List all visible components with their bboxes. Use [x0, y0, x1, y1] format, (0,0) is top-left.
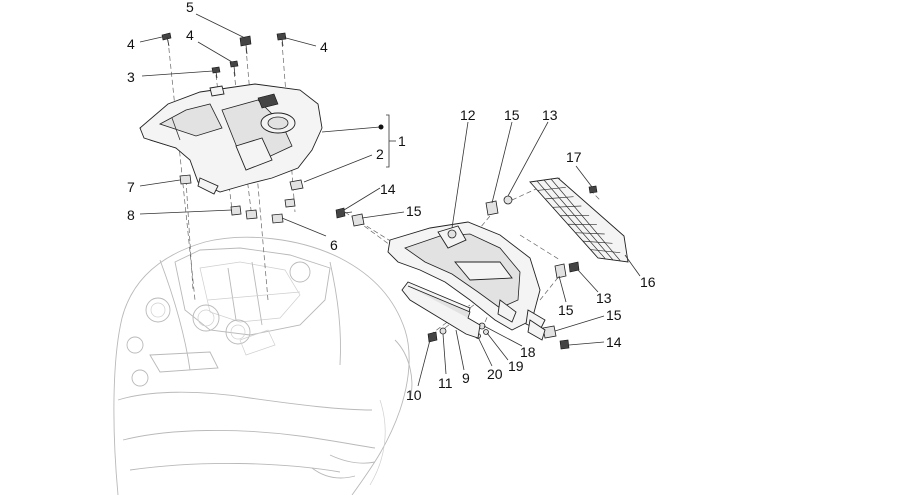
callout-18: 18 [520, 344, 536, 360]
callout-20: 20 [487, 366, 503, 382]
callout-8: 8 [127, 207, 135, 223]
callout-3: 3 [127, 69, 135, 85]
callout-7: 7 [127, 179, 135, 195]
grille-bar [543, 179, 614, 261]
callout-14: 14 [606, 334, 622, 350]
grille-bar [536, 180, 606, 260]
callout-9: 9 [462, 370, 470, 386]
callout-13: 13 [542, 107, 558, 123]
top-cover-panel [139, 83, 323, 195]
grille-bar [550, 178, 621, 262]
callout-16: 16 [640, 274, 656, 290]
tail-housing [387, 221, 546, 341]
callout-19: 19 [508, 358, 524, 374]
callout-15: 15 [406, 203, 422, 219]
callout-13: 13 [596, 290, 612, 306]
leader-lines [139, 13, 641, 387]
callout-11: 11 [438, 375, 453, 391]
callout-15: 15 [558, 302, 574, 318]
callout-5: 5 [186, 0, 194, 15]
callout-12: 12 [460, 107, 476, 123]
callout-10: 10 [406, 387, 422, 403]
callout-labels: 5 4 4 4 3 1 2 7 8 6 12 15 13 17 14 15 16… [127, 0, 656, 403]
callout-15: 15 [504, 107, 520, 123]
callout-14: 14 [380, 181, 396, 197]
callout-4: 4 [320, 39, 328, 55]
callout-17: 17 [566, 149, 582, 165]
fasteners [161, 32, 598, 350]
callout-15: 15 [606, 307, 622, 323]
callout-6: 6 [330, 237, 338, 253]
callout-4: 4 [127, 36, 135, 52]
callout-2: 2 [376, 146, 384, 162]
callout-1: 1 [398, 133, 406, 149]
grille-panel [529, 177, 629, 263]
plate-bracket [401, 281, 481, 339]
scooter-body-outline [113, 236, 413, 495]
callout-4: 4 [186, 27, 194, 43]
